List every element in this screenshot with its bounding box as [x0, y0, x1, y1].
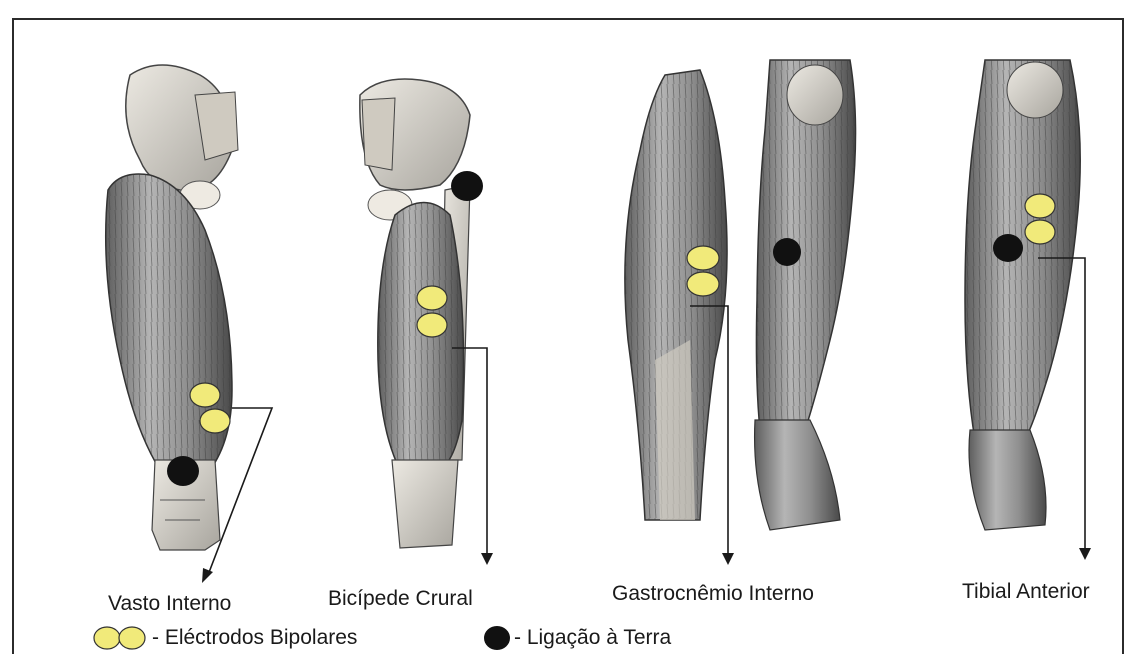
sacrum-back [362, 98, 395, 170]
hamstring-fibers [378, 203, 464, 471]
arrow-gastro [722, 553, 734, 565]
electrode-tibial-1 [1025, 194, 1055, 218]
ground-vasto [167, 456, 199, 486]
ground-gastro [773, 238, 801, 266]
shin-kneecap [1007, 62, 1063, 118]
bipolar-electrode-icon [92, 624, 152, 652]
electrode-vasto-1 [190, 383, 220, 407]
kneecap [787, 65, 843, 125]
arrowheads [202, 548, 1091, 583]
shin-figure [965, 60, 1080, 530]
electrode-gastro-1 [687, 246, 719, 270]
label-vasto-interno: Vasto Interno [108, 592, 231, 616]
electrode-bicipede-1 [417, 286, 447, 310]
arrow-vasto [202, 568, 213, 583]
achilles-tendon [655, 340, 695, 520]
ground-dot-icon [482, 624, 514, 652]
arrow-tibial [1079, 548, 1091, 560]
ground-tibial [993, 234, 1023, 262]
label-tibial-anterior: Tibial Anterior [962, 580, 1090, 604]
shin-foot [969, 430, 1046, 530]
electrode-vasto-2 [200, 409, 230, 433]
electrode-gastro-2 [687, 272, 719, 296]
leg-medial-figure [755, 60, 856, 530]
label-bicipede-crural: Bicípede Crural [328, 587, 473, 611]
electrodes [190, 194, 1055, 433]
label-gastrocnemio-interno: Gastrocnêmio Interno [612, 582, 814, 606]
foot-shape [755, 420, 840, 530]
arrow-bicipede [481, 553, 493, 565]
knee-back-bones [392, 460, 458, 548]
thigh-back-figure [360, 79, 470, 548]
legend-bipolar-text: - Eléctrodos Bipolares [152, 626, 357, 650]
legend-ground-text: - Ligação à Terra [514, 626, 671, 650]
ground-bicipede [451, 171, 483, 201]
electrode-bicipede-2 [417, 313, 447, 337]
legend-ground: - Ligação à Terra [482, 622, 671, 654]
ground-points [167, 171, 1023, 486]
calf-back-figure [625, 70, 727, 520]
electrode-tibial-2 [1025, 220, 1055, 244]
legend-bipolar: - Eléctrodos Bipolares [92, 622, 357, 654]
